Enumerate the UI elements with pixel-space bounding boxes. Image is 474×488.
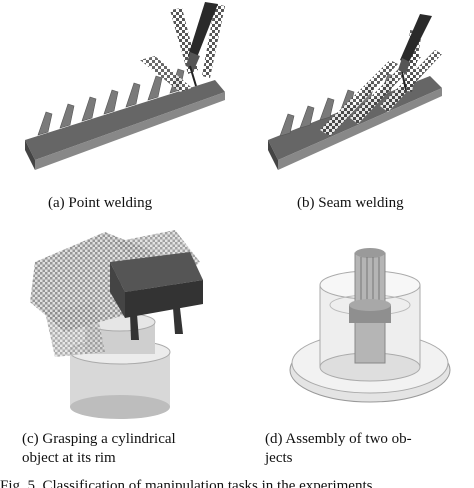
caption-a-line-1: (a) Point welding [48,195,153,211]
caption-d: (d) Assembly of two ob- jects [265,430,470,468]
figure-caption-cropped: Fig. 5. Classification of manipulation t… [0,478,373,488]
caption-c: (c) Grasping a cylindrical object at its… [22,430,237,468]
caption-b-line-1: (b) Seam welding [297,195,404,211]
panel-b-image [260,0,474,180]
grasping-illustration [30,230,203,419]
assembly-illustration [289,248,451,403]
panel-c-image [25,222,235,422]
panel-d-image [285,235,460,420]
panel-a-image [20,0,240,180]
caption-d-line-1: (d) Assembly of two ob- [265,431,412,447]
caption-a: (a) Point welding [48,194,228,213]
caption-c-line-2: object at its rim [22,450,116,466]
point-welding-illustration [25,2,225,170]
caption-d-line-2: jects [265,450,293,466]
seam-welding-illustration [268,14,442,170]
caption-c-line-1: (c) Grasping a cylindrical [22,431,176,447]
caption-b: (b) Seam welding [297,194,467,213]
